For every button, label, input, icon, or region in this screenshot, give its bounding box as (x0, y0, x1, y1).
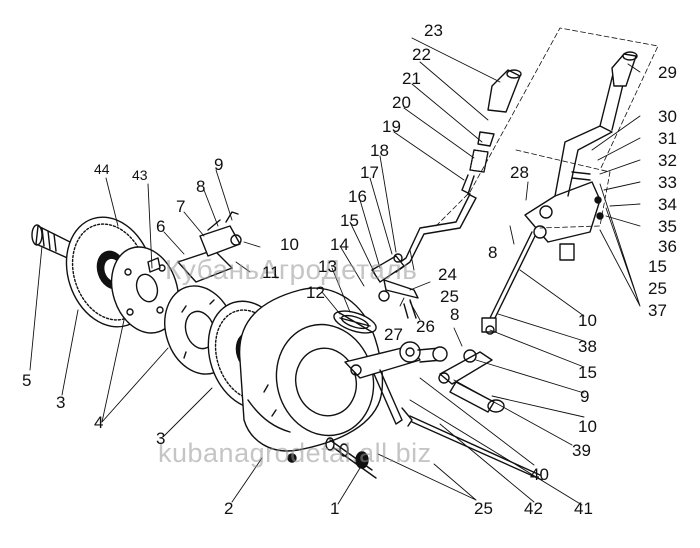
callout-8b: 8 (488, 243, 498, 262)
reference-frames (435, 27, 659, 229)
spring-disc (333, 310, 377, 334)
callout-7: 7 (176, 197, 186, 216)
callout-37: 37 (648, 301, 667, 320)
callout-26: 26 (416, 317, 435, 336)
callout-1: 1 (330, 499, 340, 518)
callout-28: 28 (510, 163, 529, 182)
upper-handle (391, 69, 522, 273)
callout-32: 32 (658, 151, 677, 170)
callout-34: 34 (658, 195, 677, 214)
callout-10c: 10 (578, 417, 597, 436)
callout-25a: 25 (440, 287, 459, 306)
callout-8a: 8 (196, 177, 206, 196)
callout-20: 20 (392, 93, 411, 112)
bolt-assembly (325, 437, 377, 479)
callout-13: 13 (318, 257, 337, 276)
callout-2: 2 (224, 499, 234, 518)
callout-10b: 10 (578, 311, 597, 330)
callout-42: 42 (524, 499, 543, 518)
callout-18: 18 (370, 141, 389, 160)
callout-17: 17 (360, 163, 379, 182)
callout-16: 16 (348, 187, 367, 206)
callout-19: 19 (382, 117, 401, 136)
callout-40: 40 (530, 465, 549, 484)
watermark-top: КубаньАгроДеталь (165, 254, 418, 285)
callout-3a: 3 (56, 393, 66, 412)
small-link-assembly (371, 253, 419, 319)
handle-bracket (524, 69, 627, 261)
callout-5: 5 (22, 371, 32, 390)
callout-25c: 25 (474, 499, 493, 518)
callout-30: 30 (658, 107, 677, 126)
callout-35: 35 (658, 217, 677, 236)
callout-22: 22 (412, 45, 431, 64)
callout-14: 14 (330, 235, 349, 254)
callout-23: 23 (424, 21, 443, 40)
callout-39: 39 (572, 441, 591, 460)
callout-8c: 8 (450, 305, 460, 324)
callout-44: 44 (94, 161, 110, 177)
callout-4: 4 (94, 413, 104, 432)
callout-24: 24 (438, 265, 457, 284)
callout-29: 29 (658, 63, 677, 82)
callout-38: 38 (578, 337, 597, 356)
callout-41: 41 (574, 499, 593, 518)
pressure-plate (110, 246, 180, 334)
callout-11: 11 (262, 263, 280, 282)
handle-grip (611, 51, 638, 87)
callout-27: 27 (384, 325, 403, 344)
left-bracket-parts (177, 211, 242, 283)
callout-15a: 15 (340, 211, 359, 230)
callout-15c: 15 (578, 363, 597, 382)
callout-9a: 9 (214, 155, 224, 174)
callout-15b: 15 (648, 257, 667, 276)
callout-31: 31 (658, 129, 677, 148)
callout-9b: 9 (580, 387, 590, 406)
callout-25b: 25 (648, 279, 667, 298)
brake-lever-bracket (344, 341, 543, 481)
callout-6: 6 (156, 217, 166, 236)
callout-21: 21 (402, 69, 421, 88)
callout-43: 43 (132, 167, 148, 183)
callout-3b: 3 (156, 429, 166, 448)
callout-10a: 10 (280, 235, 299, 254)
actuating-lever (438, 349, 505, 413)
leader-lines (29, 37, 641, 506)
callout-36: 36 (658, 237, 677, 256)
watermark-bottom: kubanagrodetal.all.biz (158, 438, 432, 468)
callout-12: 12 (306, 283, 325, 302)
callout-33: 33 (658, 173, 677, 192)
